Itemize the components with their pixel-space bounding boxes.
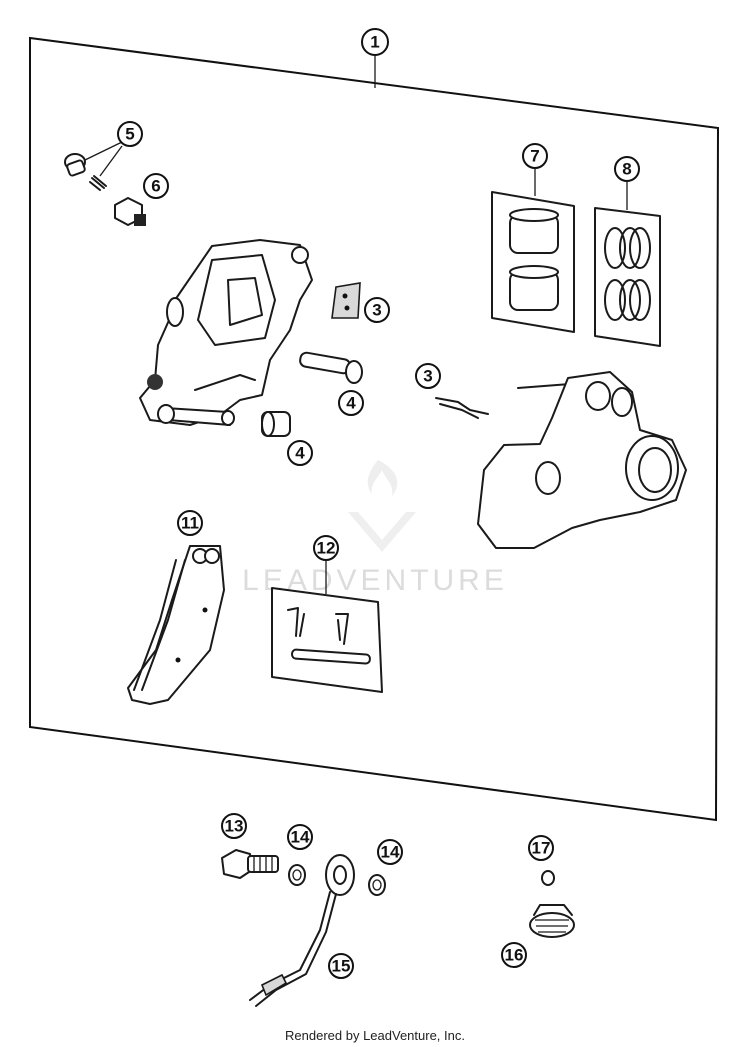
svg-text:14: 14 xyxy=(381,843,400,862)
svg-text:15: 15 xyxy=(332,957,351,976)
svg-text:4: 4 xyxy=(295,444,305,463)
svg-text:12: 12 xyxy=(317,539,336,558)
svg-text:1: 1 xyxy=(370,33,379,52)
caliper-housing-part xyxy=(139,239,313,426)
bleeder-screw-part xyxy=(64,141,123,191)
callout-14b: 14 xyxy=(377,839,403,865)
callout-17: 17 xyxy=(528,835,554,861)
svg-text:16: 16 xyxy=(505,946,524,965)
washer-part-2 xyxy=(368,874,386,896)
callout-5: 5 xyxy=(117,121,143,147)
callout-14a: 14 xyxy=(287,824,313,850)
callout-12: 12 xyxy=(313,535,339,594)
guide-pin-part xyxy=(299,351,363,384)
callout-1: 1 xyxy=(361,28,389,56)
washer-part xyxy=(288,864,306,886)
banjo-bolt-part xyxy=(221,849,279,879)
kit-frame xyxy=(29,36,720,822)
callout-6: 6 xyxy=(143,173,169,199)
callout-7: 7 xyxy=(522,143,548,196)
svg-text:7: 7 xyxy=(530,147,539,166)
callout-16: 16 xyxy=(501,942,527,968)
spring-clip-part xyxy=(435,397,489,419)
svg-text:14: 14 xyxy=(291,828,310,847)
bleeder-cap-part xyxy=(541,870,555,886)
svg-text:5: 5 xyxy=(125,125,134,144)
callout-4b: 4 xyxy=(287,440,313,466)
piston-kit-part xyxy=(491,191,575,333)
svg-text:3: 3 xyxy=(423,367,432,386)
svg-text:17: 17 xyxy=(532,839,551,858)
hardware-kit-part xyxy=(271,587,383,693)
nut-part xyxy=(114,197,146,226)
callout-3b: 3 xyxy=(415,363,441,389)
callout-13: 13 xyxy=(221,813,247,839)
svg-text:13: 13 xyxy=(225,817,244,836)
footer-credit: Rendered by LeadVenture, Inc. xyxy=(285,1028,465,1043)
svg-text:4: 4 xyxy=(346,394,356,413)
plug-part xyxy=(529,904,575,938)
callout-4a: 4 xyxy=(338,390,364,416)
seal-kit-part xyxy=(594,207,661,347)
svg-text:3: 3 xyxy=(372,301,381,320)
bushing-part xyxy=(261,411,291,437)
retaining-clip-part xyxy=(331,282,361,319)
svg-text:6: 6 xyxy=(151,177,160,196)
watermark-logo xyxy=(348,460,416,552)
caliper-bracket-part xyxy=(477,371,687,549)
callout-3a: 3 xyxy=(364,297,390,323)
svg-text:11: 11 xyxy=(181,514,199,533)
callout-11: 11 xyxy=(177,510,203,536)
callout-8: 8 xyxy=(614,156,640,210)
brake-pad-part xyxy=(127,545,225,705)
svg-text:8: 8 xyxy=(622,160,631,179)
brake-line-part xyxy=(249,854,355,1007)
callout-15: 15 xyxy=(328,953,354,979)
